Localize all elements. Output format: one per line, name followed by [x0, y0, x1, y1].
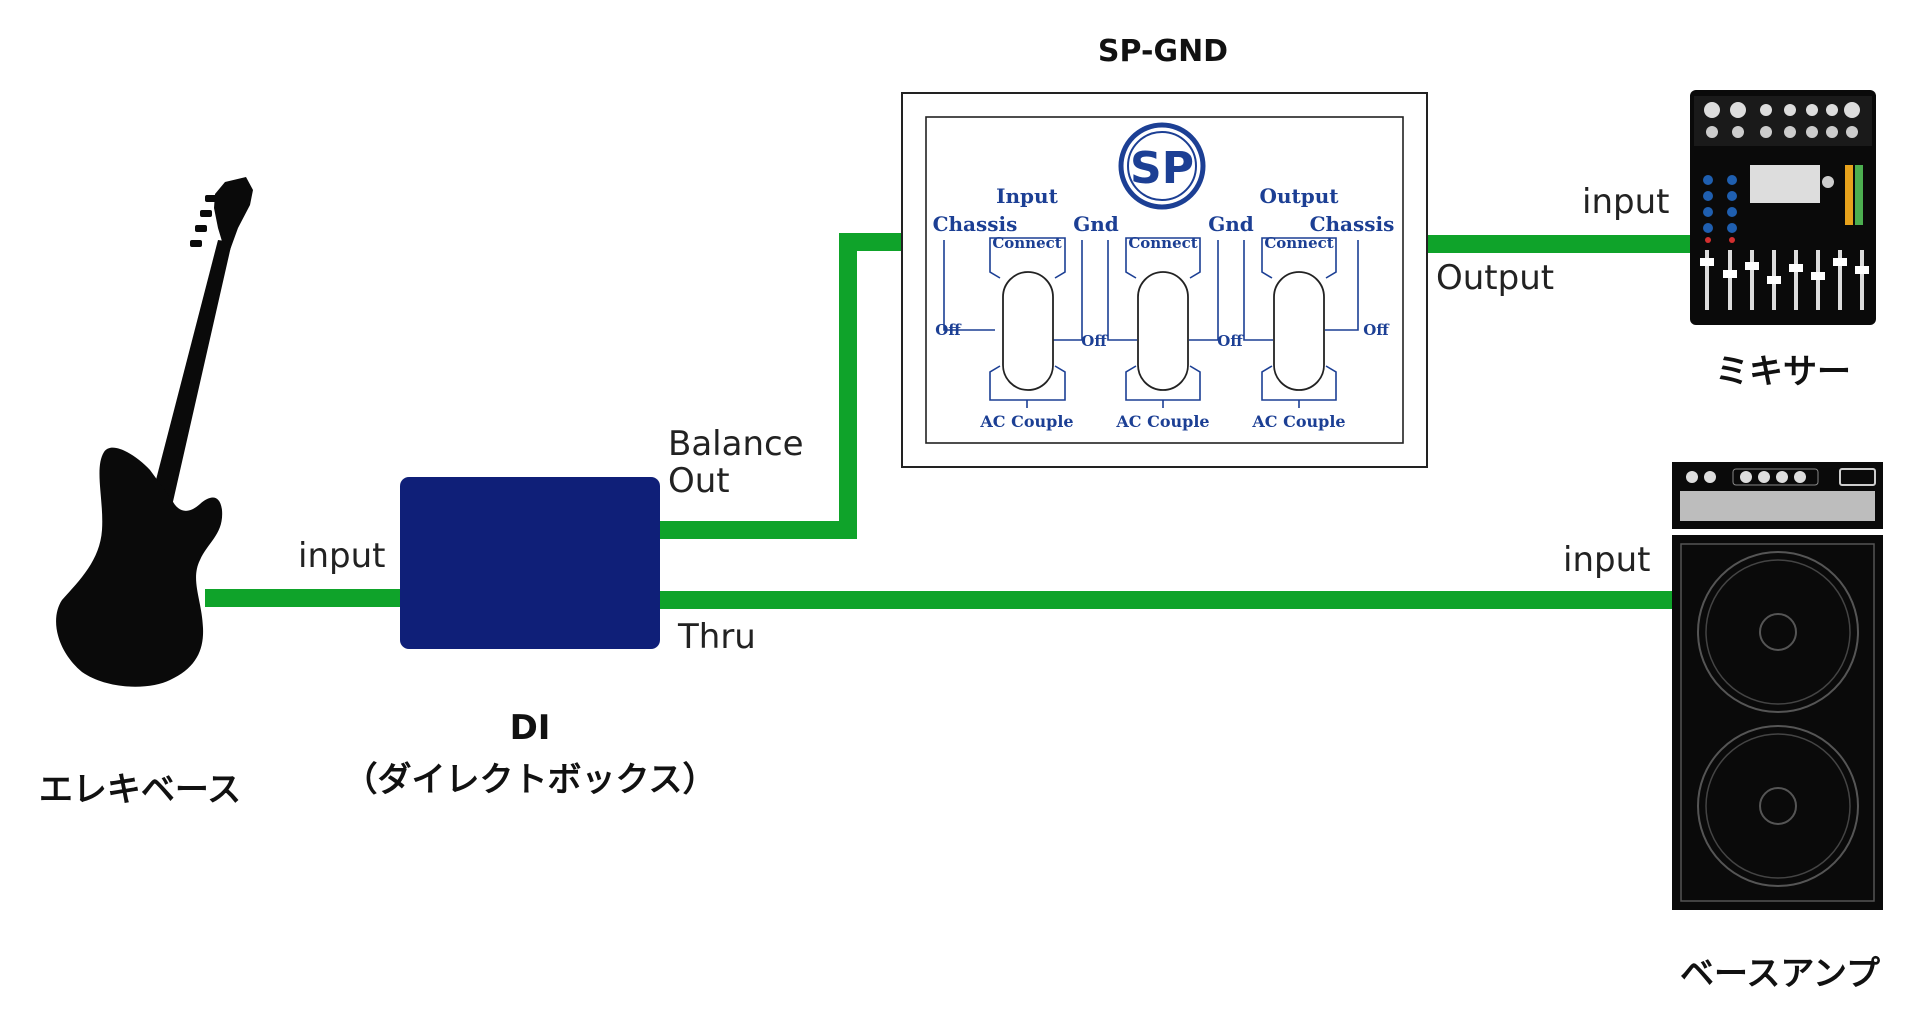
di-balance-out-label: Balance Out: [668, 424, 804, 501]
bass-amp-icon: [1672, 462, 1883, 910]
panel-output-heading: Output: [1260, 184, 1340, 208]
spgnd-title: SP-GND: [1097, 34, 1229, 69]
cables: [205, 233, 1690, 609]
switch1-off-right: Off: [1081, 332, 1108, 350]
sp-gnd-unit: SP Input Output Chassis Gnd Gnd Chassis …: [901, 92, 1428, 468]
cable-di-balance-to-spgnd: [660, 233, 902, 539]
switch3-off: Off: [1363, 321, 1390, 339]
switch-gnd-link: [1107, 237, 1219, 408]
switch-input-chassis: [943, 237, 1083, 408]
switch2-connect: Connect: [1128, 234, 1197, 252]
di-box: [400, 477, 660, 649]
bass-label: エレキベース: [38, 770, 242, 810]
switch1-off-left: Off: [935, 321, 962, 339]
panel-input-heading: Input: [996, 184, 1058, 208]
amp-input-label: input: [1563, 540, 1651, 580]
di-label: DI: [509, 708, 551, 748]
sp-logo-icon: SP: [1118, 122, 1206, 210]
panel-chassis-left: Chassis: [933, 212, 1018, 236]
mixer-label: ミキサー: [1715, 352, 1851, 392]
switch2-ac-couple: AC Couple: [1115, 412, 1209, 431]
spgnd-output-label: Output: [1436, 258, 1555, 298]
di-input-label: input: [298, 536, 386, 576]
bass-guitar-icon: [56, 177, 253, 687]
di-thru-label: Thru: [678, 617, 756, 657]
mixer-icon: [1690, 90, 1876, 325]
switch3-ac-couple: AC Couple: [1251, 412, 1345, 431]
mixer-input-label: input: [1582, 182, 1670, 222]
switch2-off: Off: [1217, 332, 1244, 350]
di-sublabel: （ダイレクトボックス）: [343, 760, 717, 800]
switch-output-chassis: [1243, 237, 1359, 408]
switch3-connect: Connect: [1264, 234, 1333, 252]
amp-label: ベースアンプ: [1680, 954, 1880, 994]
panel-gnd-left: Gnd: [1073, 212, 1119, 236]
panel-chassis-right: Chassis: [1310, 212, 1395, 236]
panel-gnd-right: Gnd: [1208, 212, 1254, 236]
sp-logo-text: SP: [1130, 143, 1194, 194]
switch1-ac-couple: AC Couple: [979, 412, 1073, 431]
switch1-connect: Connect: [992, 234, 1061, 252]
